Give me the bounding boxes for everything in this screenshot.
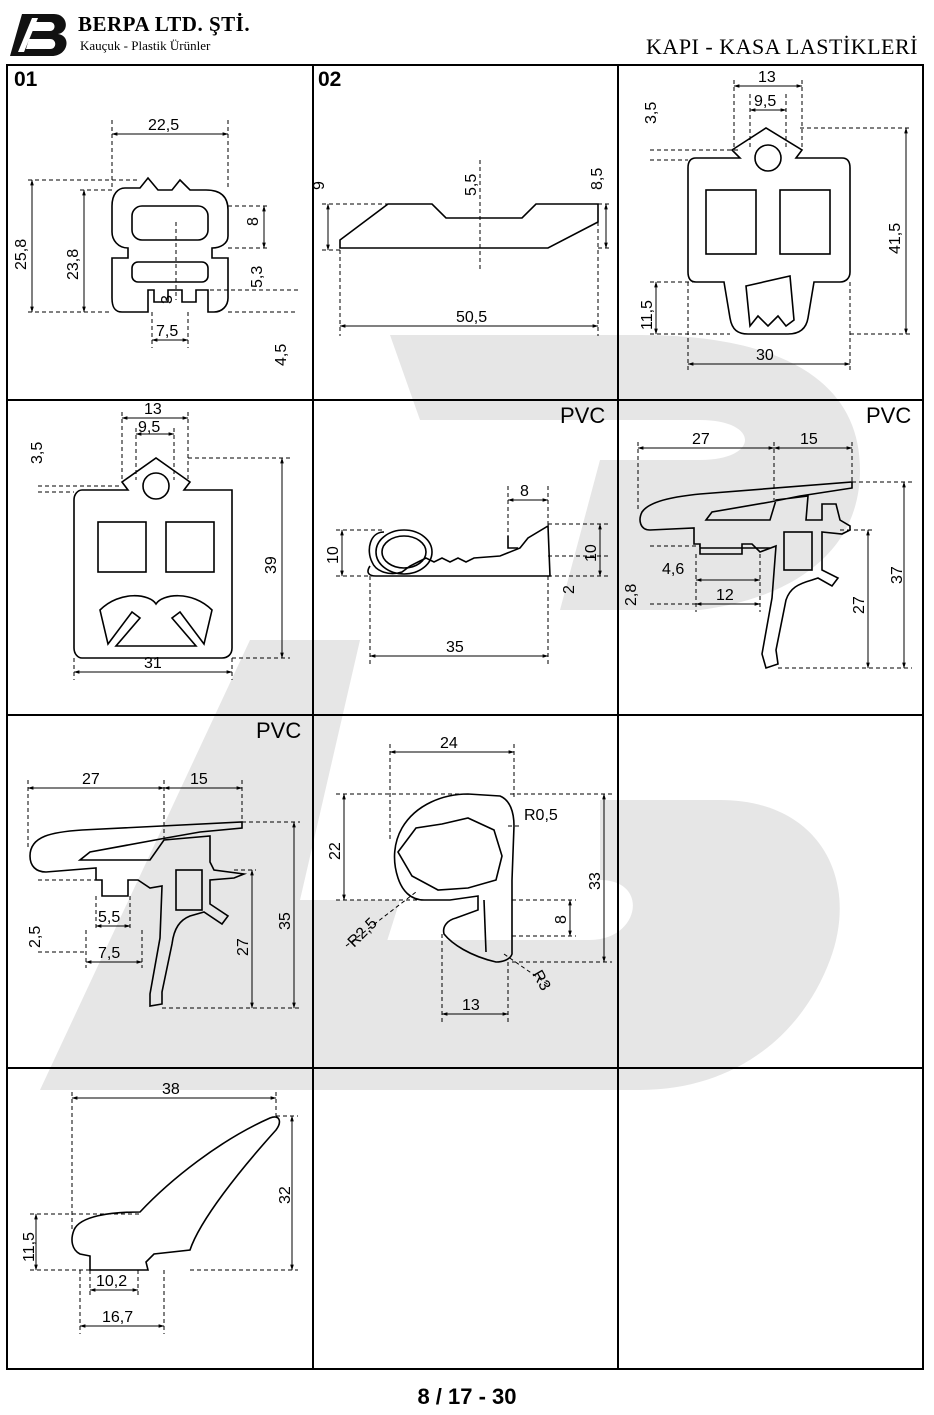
profile-06 [639, 481, 853, 670]
profile-01 [111, 176, 229, 313]
dimension-label: 41,5 [887, 223, 904, 254]
dimension-label: 2,5 [27, 926, 44, 948]
dimension-label: 2 [561, 585, 578, 594]
company-name: BERPA LTD. ŞTİ. [78, 12, 251, 36]
dimension-label: 27 [851, 596, 868, 614]
dimension-label: 3 [159, 295, 176, 304]
dimension-label: 7,5 [98, 945, 120, 962]
dimension-label: 15 [190, 771, 208, 788]
dimension-label: 8 [245, 217, 262, 226]
grid-divider [8, 714, 922, 716]
dimension-label: 25,8 [13, 239, 30, 270]
dimension-label: R2,5 [345, 915, 381, 951]
dimension-label: 9,5 [754, 93, 776, 110]
dimension-label: 27 [692, 431, 710, 448]
dimension-label: 27 [235, 938, 252, 956]
dimension-label: 27 [82, 771, 100, 788]
dimension-label: 24 [440, 735, 458, 752]
material-label: PVC [560, 403, 606, 428]
dimension-label: 4,5 [273, 344, 290, 366]
dimension-label: 7,5 [156, 323, 178, 340]
company-logo [10, 14, 67, 56]
dimension-label: 10 [583, 544, 600, 562]
dimension-label: 2,8 [623, 584, 640, 606]
grid-divider [8, 399, 922, 401]
dimension-label: 8 [553, 915, 570, 924]
page-number: 8 / 17 - 30 [417, 1384, 517, 1409]
profile-02 [339, 203, 599, 249]
profile-03 [687, 127, 851, 335]
page-title: KAPI - KASA LASTİKLERİ [646, 34, 918, 59]
profile-01-dims [28, 120, 298, 348]
dimension-label: 3,5 [29, 442, 46, 464]
dimension-label: 13 [758, 69, 776, 86]
profile-04 [73, 457, 233, 659]
dimension-label: 32 [277, 1186, 294, 1204]
dimension-label: 16,7 [102, 1309, 133, 1326]
dimension-label: R3 [529, 968, 554, 994]
dimension-label: 13 [462, 997, 480, 1014]
material-label: PVC [256, 718, 302, 743]
dimension-label: 11,5 [639, 300, 656, 330]
dimension-label: R0,5 [524, 807, 558, 824]
dimension-label: 38 [162, 1081, 180, 1098]
dimension-label: 5,3 [249, 266, 266, 288]
profile-08 [393, 793, 515, 963]
profile-05 [367, 524, 551, 577]
dimension-label: 33 [587, 872, 604, 890]
dimension-label: 9,5 [138, 419, 160, 436]
dimension-label: 31 [144, 655, 162, 672]
dimension-label: 5,5 [98, 909, 120, 926]
dimension-label: 11,5 [21, 1232, 38, 1262]
dimension-label: 3,5 [643, 102, 660, 124]
dimension-label: 10,2 [96, 1273, 127, 1290]
profile-07 [29, 821, 248, 1007]
profile-grid [6, 64, 924, 1370]
profile-09 [71, 1116, 281, 1271]
dimension-label: 39 [263, 556, 280, 574]
dimension-label: 13 [144, 401, 162, 418]
dimension-label: 4,6 [662, 561, 684, 578]
cell-number: 01 [14, 68, 38, 91]
grid-divider [617, 66, 619, 1368]
dimension-label: 9 [311, 181, 328, 190]
dimension-label: 23,8 [65, 249, 82, 280]
dimension-label: 22 [327, 842, 344, 860]
grid-divider [312, 66, 314, 1368]
cell-number: 02 [318, 68, 342, 91]
dimension-label: 22,5 [148, 117, 179, 134]
dimension-label: 8,5 [589, 168, 606, 190]
dimension-label: 8 [520, 483, 529, 500]
dimension-label: 50,5 [456, 309, 487, 326]
dimension-label: 37 [889, 566, 906, 584]
dimension-label: 5,5 [463, 174, 480, 196]
grid-divider [8, 1067, 922, 1069]
dimension-label: 12 [716, 587, 734, 604]
company-subtitle: Kauçuk - Plastik Ürünler [80, 38, 211, 53]
dimension-label: 35 [446, 639, 464, 656]
dimension-label: 15 [800, 431, 818, 448]
dimension-label: 35 [277, 912, 294, 930]
material-label: PVC [866, 403, 912, 428]
dimension-label: 10 [325, 546, 342, 564]
dimension-label: 30 [756, 347, 774, 364]
